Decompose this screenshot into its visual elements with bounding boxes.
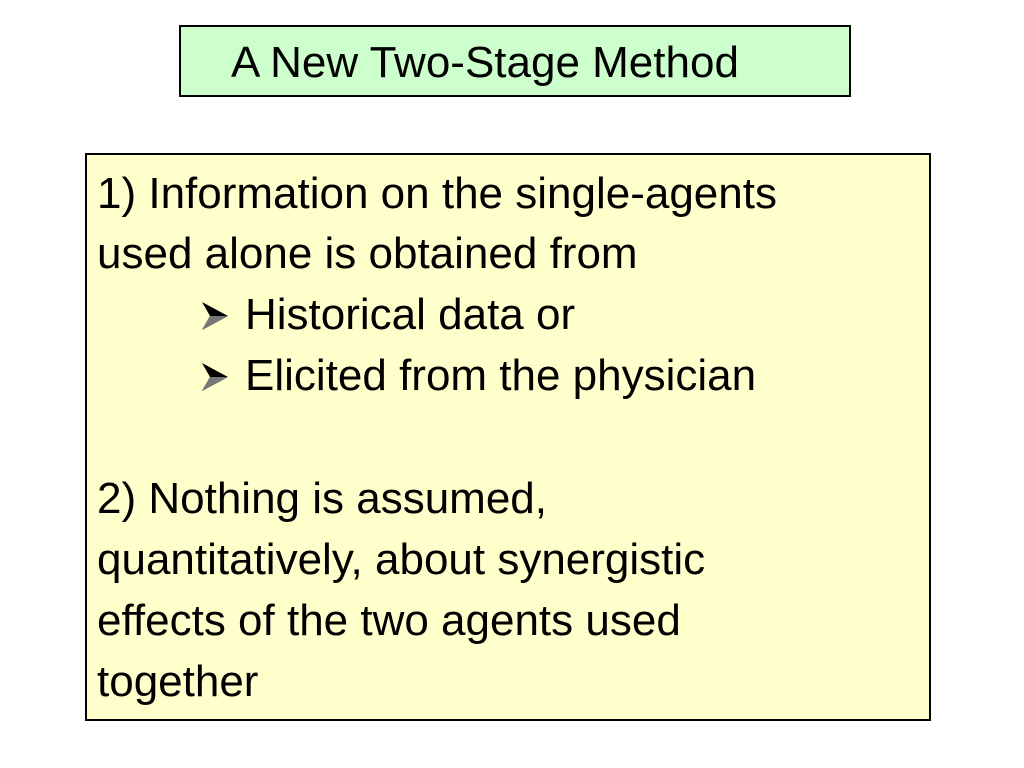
title-box: A New Two-Stage Method [179,25,851,97]
point2-line3: effects of the two agents used [97,596,681,645]
bullet-item-historical: Historical data or [199,288,575,342]
arrowhead-bullet-icon [199,300,231,332]
arrowhead-bullet-icon [199,361,231,393]
content-box: 1) Information on the single-agents used… [85,153,931,721]
point1-line2: used alone is obtained from [97,229,638,278]
slide-title: A New Two-Stage Method [231,38,739,87]
bullet-item-elicited: Elicited from the physician [199,349,756,403]
point1-line1: 1) Information on the single-agents [97,169,777,218]
point2-line2: quantitatively, about synergistic [97,535,706,584]
bullet-text: Historical data or [245,290,576,339]
bullet-text: Elicited from the physician [245,351,757,400]
point2-line4: together [97,657,259,706]
point2-line1: 2) Nothing is assumed, [97,474,547,523]
